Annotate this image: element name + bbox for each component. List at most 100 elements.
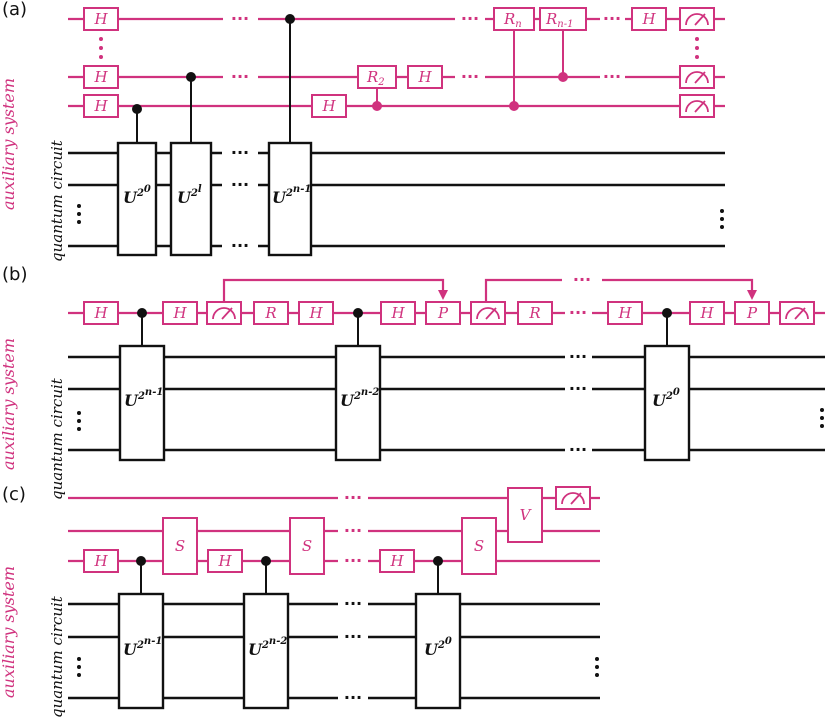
svg-text:···: ···	[231, 175, 249, 194]
svg-text:R2: R2	[366, 68, 385, 88]
measurement-meter-icon	[679, 94, 715, 118]
measurement-meter-icon	[679, 7, 715, 31]
svg-text:U20: U20	[123, 184, 151, 207]
unitary-block: U2n-1	[117, 592, 165, 710]
control-dot-icon	[285, 14, 295, 24]
svg-text:H: H	[93, 97, 108, 115]
svg-text:···: ···	[344, 551, 362, 570]
svg-text:H: H	[172, 304, 187, 322]
svg-text:V: V	[520, 506, 533, 524]
unitary-block: U2n-2	[334, 344, 382, 462]
panel-a: (a) auxiliary system quantum circuit	[0, 0, 725, 262]
svg-text:···: ···	[461, 9, 479, 28]
h-gate: H	[298, 301, 334, 325]
svg-text:U2n-2: U2n-2	[340, 387, 379, 410]
h-gate: H	[83, 549, 119, 573]
measurement-meter-icon	[206, 301, 242, 325]
svg-text:H: H	[321, 97, 336, 115]
controls	[137, 308, 672, 346]
svg-text:···: ···	[569, 379, 587, 398]
h-gate: H	[83, 65, 119, 89]
control-dot-icon	[186, 72, 196, 82]
h-gate: H	[380, 301, 416, 325]
unitary-block: U2n-1	[118, 344, 166, 462]
svg-text:U20: U20	[652, 387, 680, 410]
s-gate: S	[289, 517, 325, 575]
svg-text:H: H	[93, 304, 108, 322]
controls	[136, 556, 443, 594]
circuit-wires	[68, 151, 725, 248]
aux-label: auxiliary system	[0, 338, 18, 470]
svg-text:···: ···	[569, 347, 587, 366]
unitary-block: U2n-2	[242, 592, 290, 710]
svg-text:···: ···	[231, 9, 249, 28]
svg-text:H: H	[308, 304, 323, 322]
svg-text:···: ···	[231, 67, 249, 86]
r2-gate: R2	[357, 65, 397, 89]
unitary-block: U20	[414, 592, 462, 710]
svg-text:U20: U20	[424, 636, 452, 659]
p-gate: P	[734, 301, 770, 325]
r-gate: R	[517, 301, 553, 325]
svg-text:U2n-1: U2n-1	[124, 387, 163, 410]
svg-text:···: ···	[344, 488, 362, 507]
control-dot-icon	[136, 556, 146, 566]
controls	[132, 14, 568, 143]
h-gate: H	[83, 301, 119, 325]
svg-text:R: R	[264, 304, 276, 322]
svg-text:···: ···	[603, 9, 621, 28]
measurement-meter-icon	[470, 301, 506, 325]
svg-text:P: P	[746, 304, 758, 322]
svg-text:···: ···	[569, 303, 587, 322]
svg-text:···: ···	[344, 594, 362, 613]
control-dot-icon	[662, 308, 672, 318]
svg-text:H: H	[417, 68, 432, 86]
measurement-meter-icon	[779, 301, 815, 325]
rn-gate: Rn	[493, 7, 535, 31]
svg-text:S: S	[302, 537, 312, 555]
control-dot-icon	[137, 308, 147, 318]
unitary-block: U2l	[169, 141, 213, 257]
aux-wires	[68, 17, 725, 108]
h-gate: H	[407, 65, 443, 89]
panel-label: (c)	[2, 484, 26, 505]
s-gate: S	[162, 517, 198, 575]
svg-text:U2l: U2l	[177, 184, 202, 207]
unitary-block: U20	[643, 344, 691, 462]
panel-label: (a)	[2, 0, 27, 20]
svg-text:U2n-1: U2n-1	[123, 636, 162, 659]
svg-text:···: ···	[231, 236, 249, 255]
control-dot-icon	[509, 101, 519, 111]
svg-text:U2n-2: U2n-2	[248, 636, 287, 659]
measurement-meter-icon	[679, 65, 715, 89]
h-gate: H	[83, 7, 119, 31]
h-gate: H	[207, 549, 243, 573]
svg-text:···: ···	[344, 521, 362, 540]
svg-text:H: H	[699, 304, 714, 322]
svg-text:H: H	[389, 552, 404, 570]
svg-text:···: ···	[461, 67, 479, 86]
panel-c: (c) auxiliary system quantum circuit H S…	[0, 484, 600, 718]
svg-text:H: H	[93, 552, 108, 570]
circuit-wires	[68, 602, 600, 700]
ellipsis: ··· ··· ··· ··· ··· ···	[77, 488, 599, 707]
measurement-meter-icon	[555, 486, 591, 510]
qc-label: quantum circuit	[48, 595, 66, 718]
svg-text:Rn: Rn	[503, 10, 522, 30]
unitary-block: U20	[116, 141, 158, 257]
control-dot-icon	[353, 308, 363, 318]
qc-label: quantum circuit	[48, 139, 66, 262]
svg-text:···: ···	[569, 440, 587, 459]
aux-label: auxiliary system	[0, 566, 18, 698]
svg-text:S: S	[175, 537, 185, 555]
svg-text:···: ···	[344, 627, 362, 646]
r-gate: R	[253, 301, 289, 325]
p-gate: P	[425, 301, 461, 325]
svg-text:P: P	[437, 304, 449, 322]
svg-text:Rn-1: Rn-1	[545, 10, 573, 30]
qc-label: quantum circuit	[48, 377, 66, 500]
h-gate: H	[379, 549, 415, 573]
svg-text:U2n-1: U2n-1	[272, 184, 311, 207]
control-dot-icon	[433, 556, 443, 566]
